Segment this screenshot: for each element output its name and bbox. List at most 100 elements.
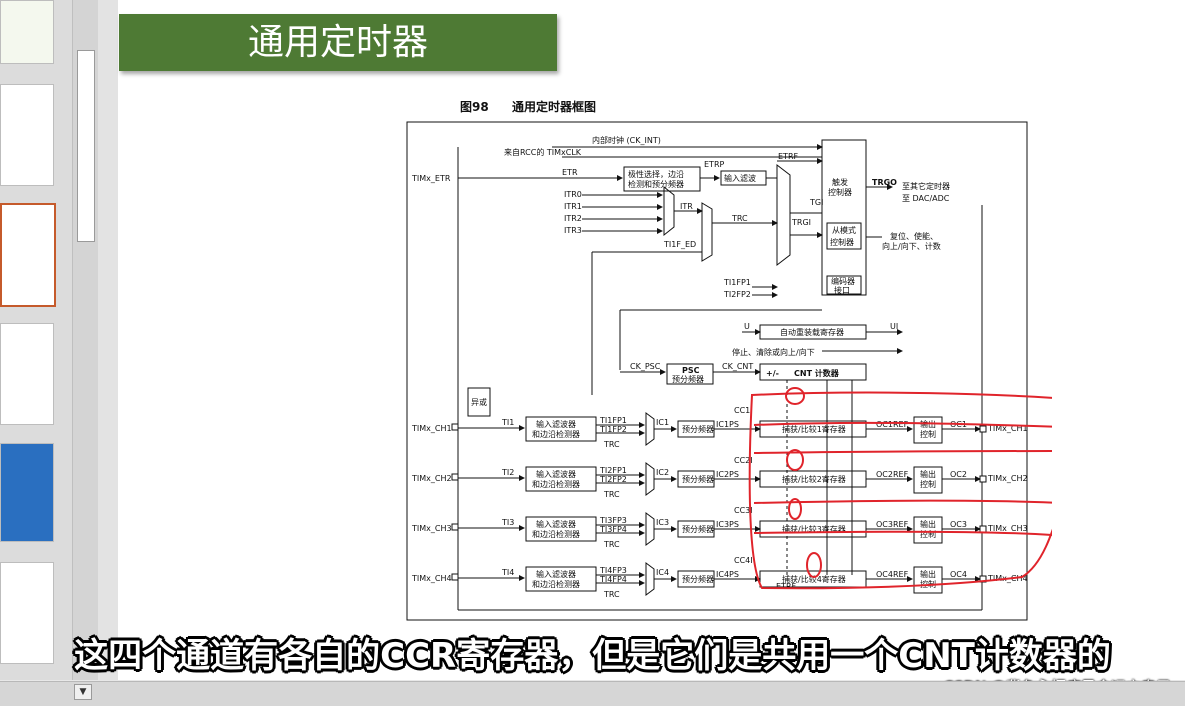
channel-ic-label: IC3 [656, 518, 669, 527]
channel-cc-label: CC3I [734, 506, 753, 515]
channel-oc-label: OC3 [950, 520, 967, 529]
label-xor: 异或 [471, 397, 487, 407]
channel-output-pin: TIMx_CH3 [987, 524, 1028, 533]
label-trgi: TRGI [791, 218, 811, 227]
channel-fp-label: TI1FP1 [599, 416, 627, 425]
label-etrf: ETRF [778, 152, 799, 161]
channel-prescaler-label: 预分频器 [682, 424, 714, 434]
label-itr3: ITR3 [564, 226, 582, 235]
channel-icps-label: IC3PS [716, 520, 739, 529]
slide-thumbnail-selected[interactable] [0, 203, 56, 307]
channel-ocref-label: OC3REF [876, 520, 909, 529]
label-slave-2: 控制器 [830, 237, 854, 247]
channel-ti-label: TI2 [501, 468, 514, 477]
label-ui: UI [890, 322, 898, 331]
channel-filter-label: 和边沿检测器 [532, 579, 580, 589]
channel-prescaler-label: 预分频器 [682, 574, 714, 584]
label-etrp: ETRP [704, 160, 725, 169]
channel-ic-label: IC2 [656, 468, 669, 477]
label-ck-psc: CK_PSC [630, 362, 661, 371]
channel-input-pin: TIMx_CH3 [411, 524, 452, 533]
label-polarity-2: 检测和预分频器 [628, 179, 684, 189]
channel-ocref-label: OC1REF [876, 420, 909, 429]
channel-output-label: 输出 [920, 519, 936, 529]
label-u: U [744, 322, 750, 331]
slide-thumbnail-pane[interactable] [0, 0, 72, 680]
channel-filter-label: 和边沿检测器 [532, 479, 580, 489]
channel-filter-label: 输入滤波器 [536, 569, 576, 579]
channel-cc-label: CC2I [734, 456, 753, 465]
label-itr1: ITR1 [564, 202, 582, 211]
channel-filter-label: 和边沿检测器 [532, 429, 580, 439]
label-rcc: 来自RCC的 TIMxCLK [504, 147, 582, 157]
label-itr2: ITR2 [564, 214, 582, 223]
video-subtitle: 这四个通道有各自的CCR寄存器，但是它们是共用一个CNT计数器的 [74, 636, 1111, 676]
channel-filter-label: 输入滤波器 [536, 469, 576, 479]
channel-ocref-label: OC4REF [876, 570, 909, 579]
label-cnt-pm: +/- [766, 369, 779, 378]
channel-trc-label: TRC [603, 440, 620, 449]
channel-input-pin: TIMx_CH4 [411, 574, 452, 583]
label-trigger-2: 控制器 [828, 187, 852, 197]
label-itr: ITR [680, 202, 693, 211]
channel-trc-label: TRC [603, 490, 620, 499]
slide-thumbnail[interactable] [0, 323, 54, 425]
slide-thumbnail[interactable] [0, 443, 54, 542]
channel-output-label: 控制 [920, 579, 936, 589]
scrollbar-thumb[interactable] [77, 50, 95, 242]
figure-caption-text: 通用定时器框图 [512, 99, 596, 114]
channel-ic-label: IC4 [656, 568, 669, 577]
channel-output-label: 输出 [920, 469, 936, 479]
label-polarity-1: 极性选择，边沿 [628, 169, 684, 179]
channel-filter-label: 输入滤波器 [536, 519, 576, 529]
channel-output-label: 控制 [920, 429, 936, 439]
label-itr0: ITR0 [564, 190, 582, 199]
slide-thumbnail[interactable] [0, 84, 54, 186]
channel-ti-label: TI3 [501, 518, 514, 527]
channel-oc-label: OC2 [950, 470, 967, 479]
channel-ccr-label: 捕获/比较1寄存器 [782, 424, 846, 434]
channel-input-pin: TIMx_CH2 [411, 474, 452, 483]
channel-fp-label: TI3FP3 [599, 516, 627, 525]
label-cnt: CNT 计数器 [794, 368, 840, 378]
channel-ccr-label: 捕获/比较4寄存器 [782, 574, 846, 584]
label-encoder-1: 编码器 [831, 276, 855, 286]
channel-output-label: 输出 [920, 569, 936, 579]
channel-icps-label: IC4PS [716, 570, 739, 579]
pin-timx-etr: TIMx_ETR [411, 174, 451, 183]
channel-cc-label: CC4I [734, 556, 753, 565]
channel-oc-label: OC4 [950, 570, 967, 579]
channel-ccr-label: 捕获/比较2寄存器 [782, 474, 846, 484]
channel-output-pin: TIMx_CH2 [987, 474, 1028, 483]
channel-ti-label: TI1 [501, 418, 514, 427]
channel-ocref-label: OC2REF [876, 470, 909, 479]
channel-trc-label: TRC [603, 590, 620, 599]
channel-fp-label: TI1FP2 [599, 425, 627, 434]
channel-prescaler-label: 预分频器 [682, 524, 714, 534]
channel-cc-label: CC1I [734, 406, 753, 415]
label-ti2fp2: TI2FP2 [723, 290, 751, 299]
channel-ti-label: TI4 [501, 568, 514, 577]
label-ck-int: 内部时钟 (CK_INT) [592, 135, 661, 145]
label-trigger-1: 触发 [832, 177, 848, 187]
label-psc-1: PSC [682, 366, 700, 375]
status-bar: ▼ [0, 681, 1185, 706]
channel-trc-label: TRC [603, 540, 620, 549]
channel-fp-label: TI4FP3 [599, 566, 627, 575]
channel-filter-label: 输入滤波器 [536, 419, 576, 429]
chevron-down-icon[interactable]: ▼ [74, 684, 92, 700]
label-reset-2: 向上/向下、计数 [882, 241, 941, 251]
channel-output-label: 控制 [920, 529, 936, 539]
thumbnail-scrollbar[interactable] [72, 0, 99, 680]
red-annotation [748, 387, 1098, 590]
label-input-filter: 输入滤波 [724, 173, 756, 183]
label-ti1f-ed: TI1F_ED [663, 240, 696, 249]
slide-thumbnail[interactable] [0, 562, 54, 664]
figure-caption-number: 图98 [460, 100, 489, 114]
channel-output-pin: TIMx_CH1 [987, 424, 1028, 433]
label-slave-1: 从模式 [832, 225, 856, 235]
label-stop-clear: 停止、清除或向上/向下 [732, 347, 815, 357]
slide-thumbnail[interactable] [0, 0, 54, 64]
channel-fp-label: TI3FP4 [599, 525, 627, 534]
slide-title: 通用定时器 [119, 14, 557, 71]
